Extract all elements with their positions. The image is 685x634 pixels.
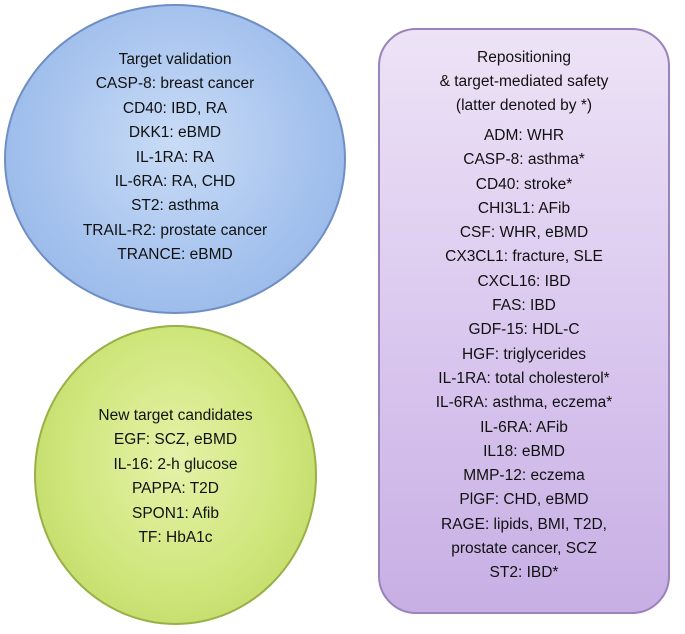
target-validation-item: IL-6RA: RA, CHD: [114, 173, 236, 191]
target-validation-item: TRAIL-R2: prostate cancer: [82, 221, 268, 239]
new-target-candidates-title: New target candidates: [98, 407, 253, 424]
repositioning-item: IL-6RA: asthma, eczema*: [435, 394, 613, 412]
target-validation-item: DKK1: eBMD: [128, 124, 222, 142]
repositioning-item: CASP-8: asthma*: [463, 151, 585, 169]
repositioning-title: Repositioning & target-mediated safety (…: [378, 46, 670, 118]
new-target-candidates-ellipse: [34, 325, 317, 625]
repositioning-item: ADM: WHR: [483, 127, 565, 144]
new-target-candidate-item: SPON1: Afib: [131, 504, 219, 522]
repositioning-item: CX3CL1: fracture, SLE: [445, 248, 603, 266]
repositioning-item: CD40: stroke*: [475, 175, 573, 193]
new-target-candidate-item: IL-16: 2-h glucose: [113, 455, 238, 473]
repositioning-item: IL18: eBMD: [483, 442, 565, 460]
repositioning-item: HGF: triglycerides: [461, 345, 587, 363]
target-validation-item: ST2: asthma: [131, 197, 219, 215]
repositioning-title-line: (latter denoted by *): [455, 97, 593, 114]
repositioning-title-line: & target-mediated safety: [439, 73, 609, 90]
target-validation-title: Target validation: [118, 51, 232, 68]
repositioning-item: FAS: IBD: [492, 297, 556, 315]
target-validation-item: IL-1RA: RA: [135, 148, 215, 166]
repositioning-item: CSF: WHR, eBMD: [459, 224, 589, 242]
repositioning-title-line: Repositioning: [477, 49, 571, 66]
repositioning-item: CXCL16: IBD: [477, 272, 571, 290]
repositioning-item: IL-1RA: total cholesterol*: [438, 369, 610, 387]
repositioning-item: ST2: IBD*: [489, 564, 559, 582]
repositioning-item: PlGF: CHD, eBMD: [459, 491, 589, 509]
repositioning-item: RAGE: lipids, BMI, T2D,: [441, 515, 607, 533]
target-validation-item: TRANCE: eBMD: [117, 246, 233, 264]
repositioning-item: IL-6RA: AFib: [480, 418, 568, 436]
repositioning-item: MMP-12: eczema: [463, 467, 585, 485]
repositioning-item: CHI3L1: AFib: [477, 199, 571, 217]
repositioning-item: prostate cancer, SCZ: [451, 540, 597, 558]
target-validation-ellipse: [4, 4, 346, 314]
target-validation-item: CASP-8: breast cancer: [95, 75, 255, 93]
target-validation-text: Target validation CASP-8: breast cancer …: [4, 48, 346, 268]
target-validation-item: CD40: IBD, RA: [122, 99, 228, 117]
new-target-candidates-text: New target candidates EGF: SCZ, eBMD IL-…: [34, 404, 317, 550]
repositioning-item: GDF-15: HDL-C: [468, 321, 580, 339]
new-target-candidate-item: EGF: SCZ, eBMD: [113, 431, 238, 449]
repositioning-list: ADM: WHR CASP-8: asthma* CD40: stroke* C…: [378, 124, 670, 586]
new-target-candidate-item: TF: HbA1c: [138, 529, 213, 547]
new-target-candidate-item: PAPPA: T2D: [131, 480, 219, 498]
repositioning-box: [378, 28, 670, 614]
